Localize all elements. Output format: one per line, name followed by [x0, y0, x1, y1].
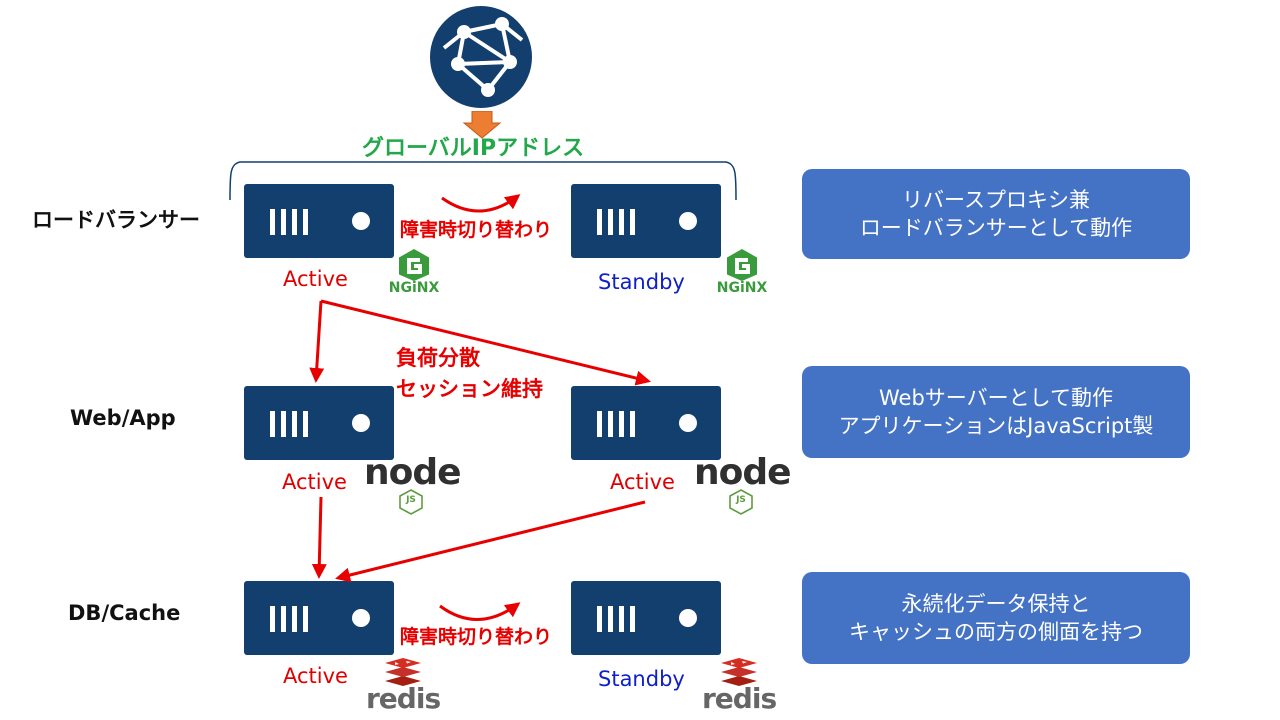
redis-logo: redis	[702, 654, 777, 718]
global-ip-label: グローバルIPアドレス	[362, 136, 585, 161]
description-box-db: 永続化データ保持と キャッシュの両方の側面を持つ	[802, 572, 1190, 664]
description-line: ロードバランサーとして動作	[859, 216, 1133, 240]
status-lb-standby: Standby	[598, 270, 685, 294]
server-lb-active	[244, 184, 394, 258]
description-line: 永続化データ保持と	[901, 592, 1091, 616]
arrow-lb-to-web-primary	[309, 300, 325, 383]
arrow-web-primary-to-db	[311, 496, 327, 579]
note-load-balancing: 負荷分散	[396, 346, 480, 370]
failover-arrow-db	[439, 602, 521, 621]
server-lb-standby	[571, 184, 721, 258]
arrow-lb-to-web-secondary	[320, 299, 651, 386]
description-line: アプリケーションはJavaScript製	[838, 414, 1154, 438]
failover-arrow-lb	[441, 194, 521, 213]
description-box-web: Webサーバーとして動作 アプリケーションはJavaScript製	[802, 366, 1190, 458]
server-db-standby	[571, 581, 721, 655]
nginx-logo: NGiNX	[382, 248, 446, 298]
tier-label-db-cache: DB/Cache	[68, 601, 181, 625]
status-web-secondary: Active	[610, 470, 675, 494]
status-web-primary: Active	[282, 470, 347, 494]
server-web-primary	[244, 386, 394, 460]
down-arrow-icon	[462, 111, 502, 139]
server-web-secondary	[571, 386, 721, 460]
globe-icon	[430, 6, 532, 108]
arrow-web-secondary-to-db	[335, 500, 646, 583]
note-lb-failover: 障害時切り替わり	[400, 219, 553, 241]
description-box-lb: リバースプロキシ兼 ロードバランサーとして動作	[802, 169, 1190, 259]
note-session-persistence: セッション維持	[396, 377, 543, 401]
nodejs-logo: node JS	[364, 452, 462, 516]
status-db-standby: Standby	[598, 667, 685, 691]
description-line: キャッシュの両方の側面を持つ	[849, 620, 1143, 644]
tier-label-load-balancer: ロードバランサー	[32, 208, 200, 232]
tier-label-web-app: Web/App	[70, 406, 176, 430]
status-db-active: Active	[283, 664, 348, 688]
note-db-failover: 障害時切り替わり	[400, 626, 553, 648]
nginx-logo: NGiNX	[710, 248, 774, 298]
redis-logo: redis	[366, 654, 441, 718]
description-line: Webサーバーとして動作	[879, 386, 1113, 410]
nodejs-logo: node JS	[694, 452, 792, 516]
global-ip-bracket	[229, 161, 737, 201]
description-line: リバースプロキシ兼	[902, 188, 1090, 212]
status-lb-active: Active	[283, 267, 348, 291]
server-db-active	[244, 581, 394, 655]
